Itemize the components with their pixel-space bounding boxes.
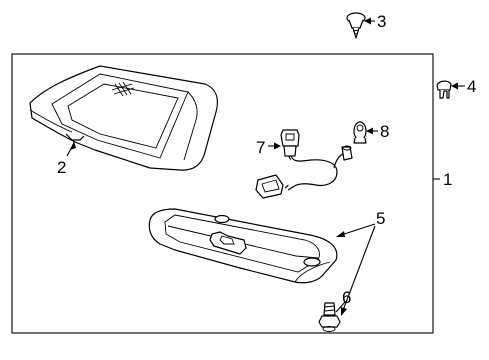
- callout-1: 1: [443, 170, 452, 189]
- callout-5: 5: [376, 209, 385, 228]
- callout-6: 6: [342, 288, 351, 307]
- callout-2: 2: [57, 158, 66, 177]
- arrow-4: [451, 82, 458, 90]
- clip-part: [436, 80, 452, 99]
- wiring-harness-part: [255, 129, 347, 199]
- leader-6: [335, 301, 346, 313]
- arrow-8: [366, 127, 373, 135]
- arrow-7: [274, 142, 281, 150]
- upper-housing-part: [29, 65, 218, 171]
- arrow-5b: [341, 307, 347, 316]
- lamp-base-part: [148, 208, 338, 284]
- callout-3: 3: [377, 12, 386, 31]
- screw-part: [346, 12, 366, 39]
- arrow-3: [364, 17, 371, 25]
- callout-4: 4: [467, 77, 476, 96]
- arrow-2: [70, 141, 76, 150]
- bolt-part: [318, 302, 341, 332]
- callout-8: 8: [380, 122, 389, 141]
- callout-7: 7: [256, 138, 265, 157]
- bulb-socket-part: [341, 121, 367, 161]
- assembly-frame: [11, 53, 434, 334]
- leader-5b: [341, 225, 376, 314]
- arrow-5a: [336, 231, 345, 237]
